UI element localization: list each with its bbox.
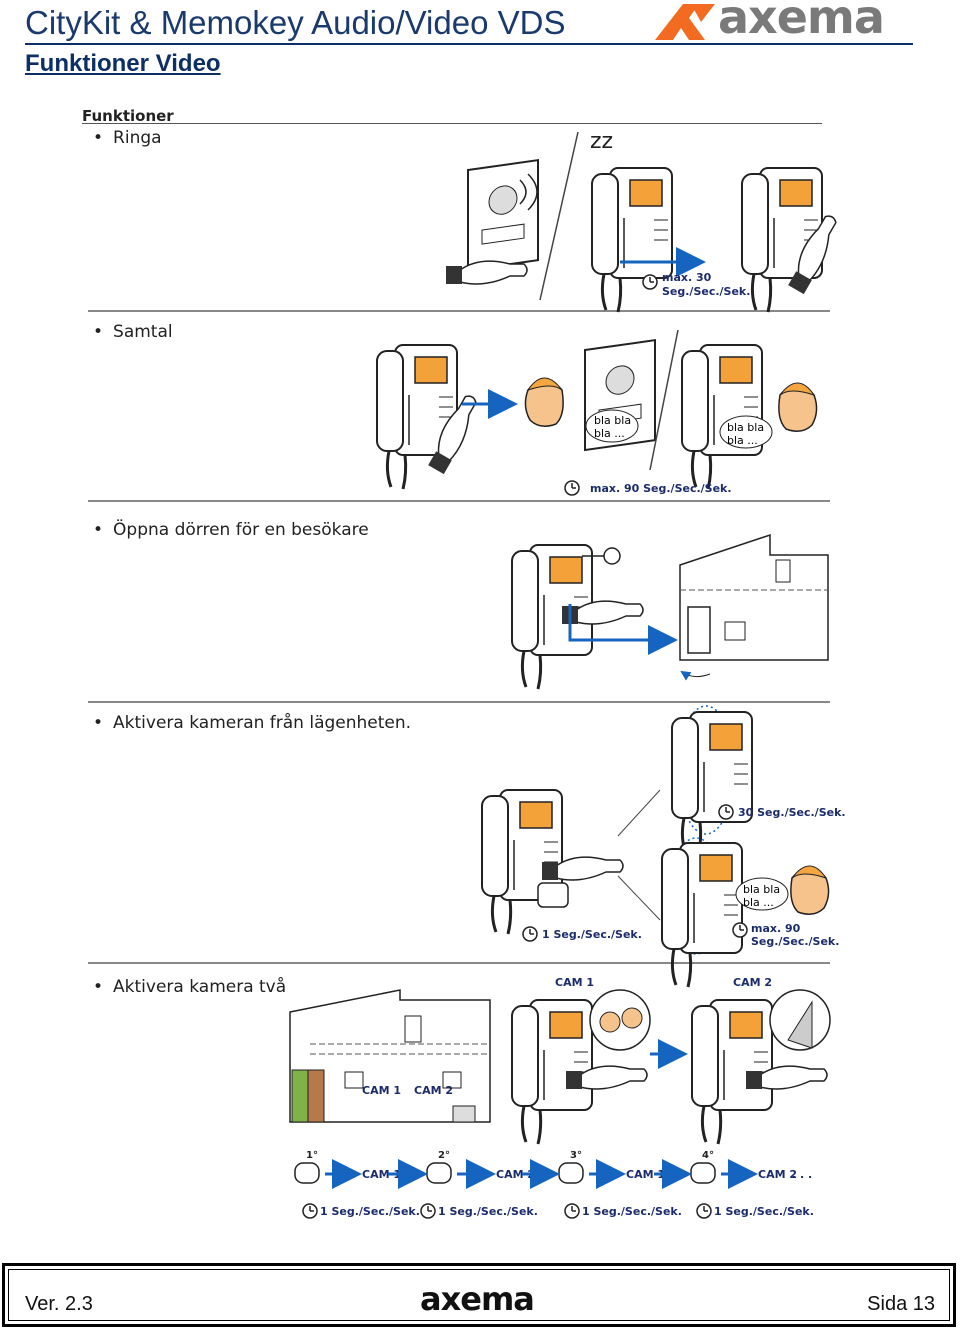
section-divider <box>88 500 830 502</box>
instruction-illustrations: zz max. 30 Seg./Sec./Sek. bla bla bla ..… <box>289 129 846 1219</box>
page-number: Sida 13 <box>867 1293 935 1315</box>
camera-speech-line1: bla bla <box>743 883 780 896</box>
footer-inner-border <box>8 1269 950 1321</box>
camera-talk-time-line1: max. 90 <box>751 922 801 935</box>
activate-camera-illustration: 30 Seg./Sec./Sek. 1 Seg./Sec./Sek. bla b… <box>480 705 846 989</box>
camera-sequence: 1° CAM 1 1 Seg./Sec./Sek. 2° CAM 2 1 Seg… <box>294 1150 814 1219</box>
section-title-ringa: Ringa <box>93 128 162 148</box>
sequence-time-4: 1 Seg./Sec./Sek. <box>714 1205 814 1218</box>
section-title-activate-camera: Aktivera kameran från lägenheten. <box>93 713 411 733</box>
section-title-samtal: Samtal <box>93 322 173 342</box>
sequence-step-3: 3° <box>570 1150 582 1161</box>
sequence-cam-2: CAM 2 <box>496 1168 535 1181</box>
speech-bubble2-line2: bla ... <box>727 434 758 447</box>
section-divider <box>88 962 830 964</box>
sequence-time-1: 1 Seg./Sec./Sek. <box>320 1205 420 1218</box>
building-cam1-label: CAM 1 <box>362 1084 401 1097</box>
sequence-step-1: 1° <box>306 1150 318 1161</box>
sequence-cam-3: CAM 1 <box>626 1168 665 1181</box>
figure-heading: Funktioner <box>82 107 174 125</box>
version-label: Ver. 2.3 <box>25 1293 93 1315</box>
section-title-open-door: Öppna dörren för en besökare <box>93 520 369 540</box>
cam2-heading: CAM 2 <box>733 976 772 989</box>
sequence-step-2: 2° <box>438 1150 450 1161</box>
figure-heading-rule <box>82 123 822 124</box>
page-footer: Ver. 2.3 axema Sida 13 <box>2 1263 956 1327</box>
building-cam2-label: CAM 2 <box>414 1084 453 1097</box>
speech-bubble-line2: bla ... <box>594 427 625 440</box>
samtal-time: max. 90 Seg./Sec./Sek. <box>590 482 732 495</box>
axema-logo-text: axema <box>718 0 885 44</box>
section-divider <box>88 701 830 703</box>
camera-two-illustration: CAM 1 CAM 2 CAM 1 CAM 2 1° CAM 1 1 Seg./… <box>289 976 831 1219</box>
sequence-time-2: 1 Seg./Sec./Sek. <box>438 1205 538 1218</box>
samtal-illustration: bla bla bla ... bla bla bla ... max. 90 … <box>375 329 818 496</box>
ringa-illustration: zz max. 30 Seg./Sec./Sek. <box>445 129 846 314</box>
ringa-time-line1: max. 30 <box>662 271 712 284</box>
open-door-illustration <box>510 533 829 691</box>
sequence-step-4: 4° <box>702 1150 714 1161</box>
header-rule <box>25 43 913 45</box>
svg-text:zz: zz <box>590 129 613 154</box>
axema-logo <box>655 4 715 40</box>
camera-talk-time-line2: Seg./Sec./Sek. <box>751 935 839 948</box>
sequence-cam-1: CAM 1 <box>362 1168 401 1181</box>
sequence-time-3: 1 Seg./Sec./Sek. <box>582 1205 682 1218</box>
document-title: CityKit & Memokey Audio/Video VDS <box>25 4 566 41</box>
logo-mark <box>655 4 705 40</box>
camera-press-time: 1 Seg./Sec./Sek. <box>542 928 642 941</box>
camera-speech-line2: bla ... <box>743 896 774 909</box>
sequence-continues: . . . <box>792 1168 812 1181</box>
sequence-cam-4: CAM 2 <box>758 1168 797 1181</box>
section-title-camera-two: Aktivera kamera två <box>93 977 286 997</box>
cam1-heading: CAM 1 <box>555 976 594 989</box>
section-divider <box>88 310 830 312</box>
ringa-time-line2: Seg./Sec./Sek. <box>662 285 750 298</box>
footer-logo: axema <box>420 1280 535 1318</box>
speech-bubble-line1: bla bla <box>594 414 631 427</box>
speech-bubble2-line1: bla bla <box>727 421 764 434</box>
camera-preview-time: 30 Seg./Sec./Sek. <box>738 806 846 819</box>
document-subtitle: Funktioner Video <box>25 50 221 77</box>
